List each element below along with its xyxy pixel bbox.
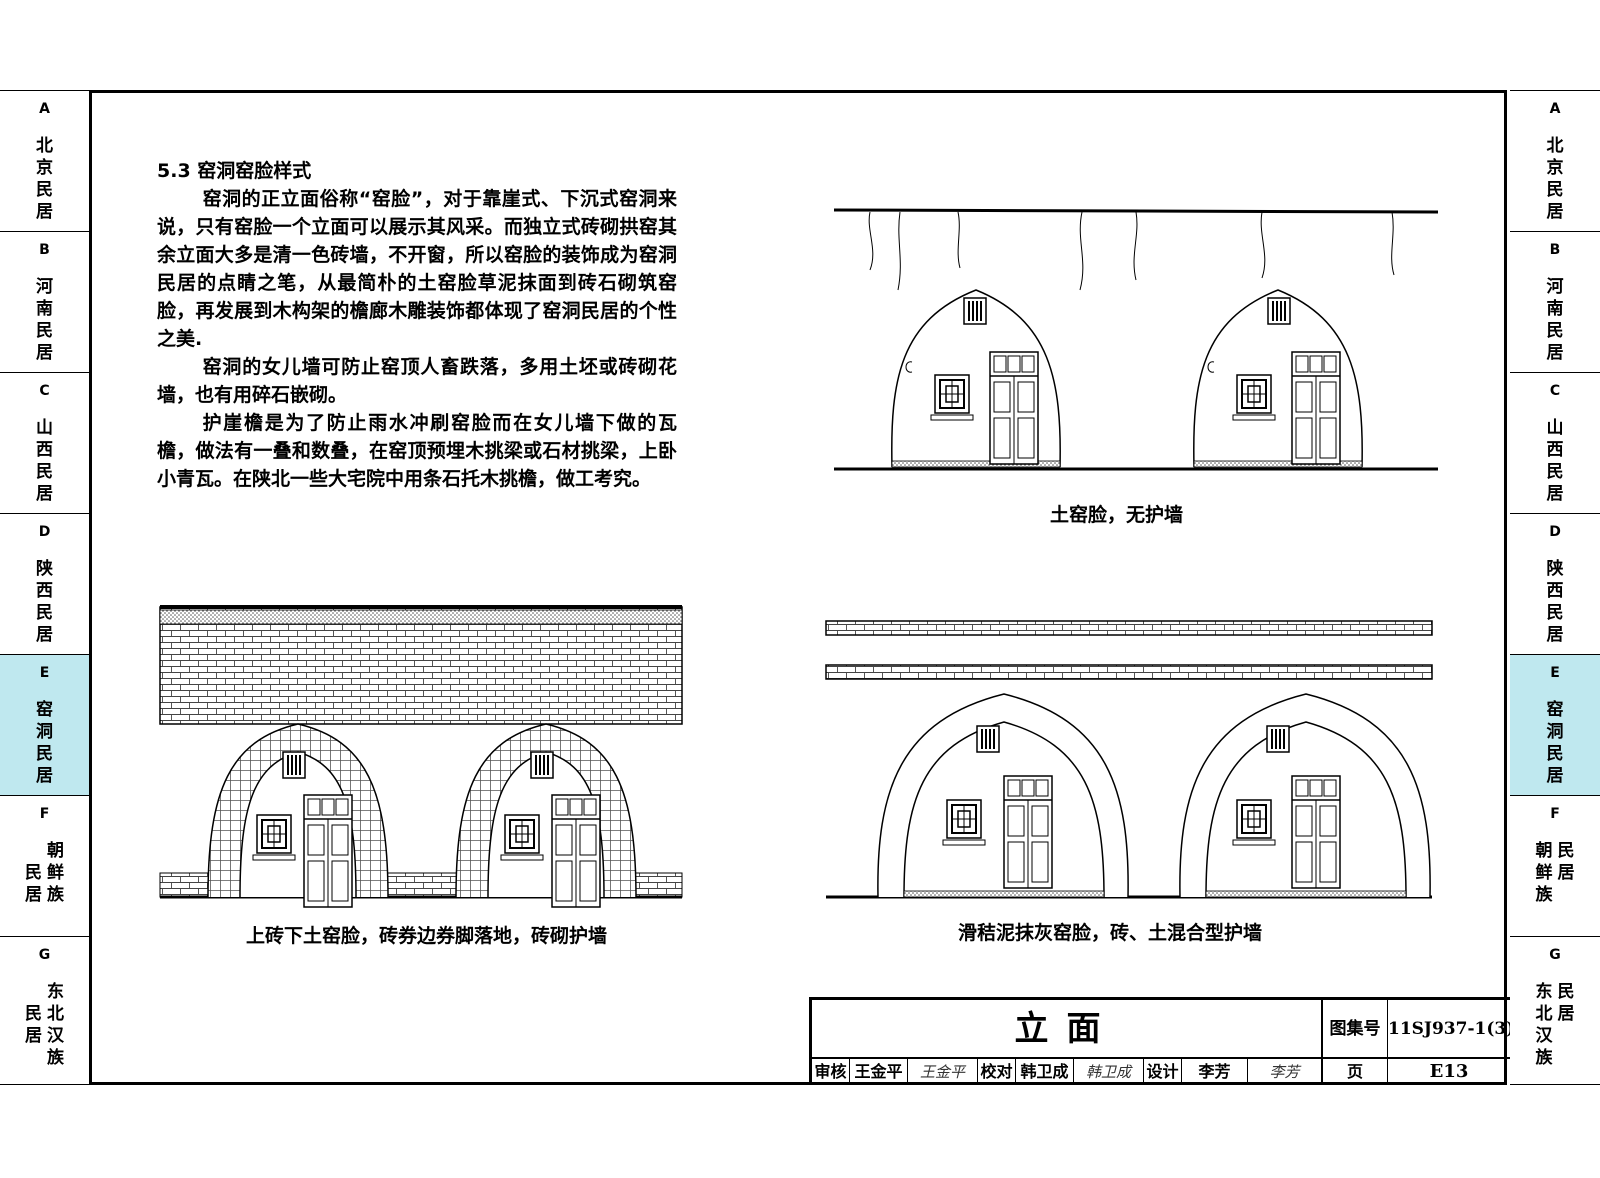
paragraph-2: 窑洞的女儿墙可防止窑顶人畜跌落，多用土坯或砖砌花墙，也有用碎石嵌砌。 <box>157 356 677 406</box>
drawing-plastered-facade <box>825 620 1433 899</box>
paragraph-1: 窑洞的正立面俗称“窑脸”，对于靠崖式、下沉式窑洞来说，只有窑脸一个立面可以展示其… <box>157 188 677 350</box>
tab-f-right[interactable]: F 朝鲜族民居 <box>1510 795 1600 936</box>
page-number: E13 <box>1429 1061 1469 1082</box>
tab-a-right[interactable]: A 北京民居 <box>1510 90 1600 231</box>
checker-signature: 韩卫成 <box>1074 1059 1144 1085</box>
drawing-earth-facade <box>833 208 1439 471</box>
tab-a-left[interactable]: A 北京民居 <box>0 90 89 231</box>
caption-earth-facade: 土窑脸，无护墙 <box>1050 504 1184 526</box>
title-block: 立面 图集号 11SJ937-1(3) 审核 王金平 王金平 校对 韩卫成 韩卫… <box>809 997 1510 1085</box>
reviewer-name: 王金平 <box>850 1059 908 1085</box>
tab-g-right[interactable]: G 东北汉族民居 <box>1510 936 1600 1085</box>
paragraph-3: 护崖檐是为了防止雨水冲刷窑脸而在女儿墙下做的瓦檐，做法有一叠和数叠，在窑顶预埋木… <box>157 412 677 490</box>
description-text: 5.3 窑洞窑脸样式 窑洞的正立面俗称“窑脸”，对于靠崖式、下沉式窑洞来说，只有… <box>157 157 677 493</box>
tab-e-right[interactable]: E 窑洞民居 <box>1510 654 1600 795</box>
tab-d-left[interactable]: D 陕西民居 <box>0 513 89 654</box>
tab-f-left[interactable]: F 民居朝鲜族 <box>0 795 89 936</box>
design-label: 设计 <box>1144 1059 1182 1085</box>
section-heading: 5.3 窑洞窑脸样式 <box>157 160 312 182</box>
designer-name: 李芳 <box>1182 1059 1248 1085</box>
tab-e-left[interactable]: E 窑洞民居 <box>0 654 89 795</box>
tab-c-right[interactable]: C 山西民居 <box>1510 372 1600 513</box>
page-label: 页 <box>1323 1059 1388 1085</box>
designer-signature: 李芳 <box>1248 1059 1323 1085</box>
tab-g-left[interactable]: G 民居东北汉族 <box>0 936 89 1085</box>
reviewer-signature: 王金平 <box>908 1059 978 1085</box>
tab-d-right[interactable]: D 陕西民居 <box>1510 513 1600 654</box>
atlas-label: 图集号 <box>1323 1000 1388 1059</box>
drawing-frame <box>89 90 1507 1085</box>
tab-b-left[interactable]: B 河南民居 <box>0 231 89 372</box>
caption-brick-facade: 上砖下土窑脸，砖券边券脚落地，砖砌护墙 <box>246 925 608 947</box>
tab-c-left[interactable]: C 山西民居 <box>0 372 89 513</box>
drawing-brick-facade <box>159 605 683 908</box>
checker-name: 韩卫成 <box>1016 1059 1074 1085</box>
atlas-number: 11SJ937-1(3) <box>1388 1000 1510 1059</box>
caption-plastered-facade: 滑秸泥抹灰窑脸，砖、土混合型护墙 <box>958 922 1263 944</box>
tab-b-right[interactable]: B 河南民居 <box>1510 231 1600 372</box>
check-label: 校对 <box>978 1059 1016 1085</box>
review-label: 审核 <box>812 1059 850 1085</box>
drawing-title: 立面 <box>812 1000 1323 1059</box>
